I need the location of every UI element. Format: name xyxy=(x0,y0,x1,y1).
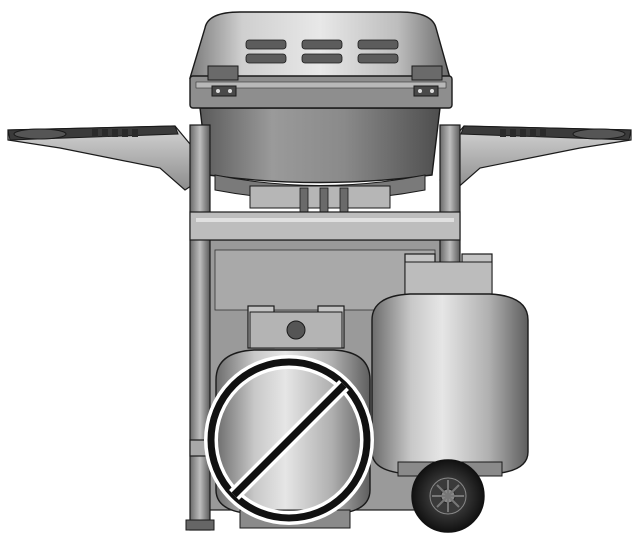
left-foot xyxy=(185,519,215,531)
right-side-shelf xyxy=(439,125,632,191)
cart-wheel xyxy=(411,459,485,533)
grill-lid xyxy=(189,11,453,109)
lid-vents xyxy=(245,39,399,64)
propane-tank-correct xyxy=(371,253,529,477)
no-symbol-icon xyxy=(204,355,374,525)
upper-crossbar xyxy=(189,211,461,241)
left-side-shelf xyxy=(7,125,201,191)
gas-valve-assembly xyxy=(249,185,391,217)
left-front-leg xyxy=(189,124,211,531)
lid-hinge-left xyxy=(207,65,239,97)
lid-hinge-right xyxy=(411,65,443,97)
